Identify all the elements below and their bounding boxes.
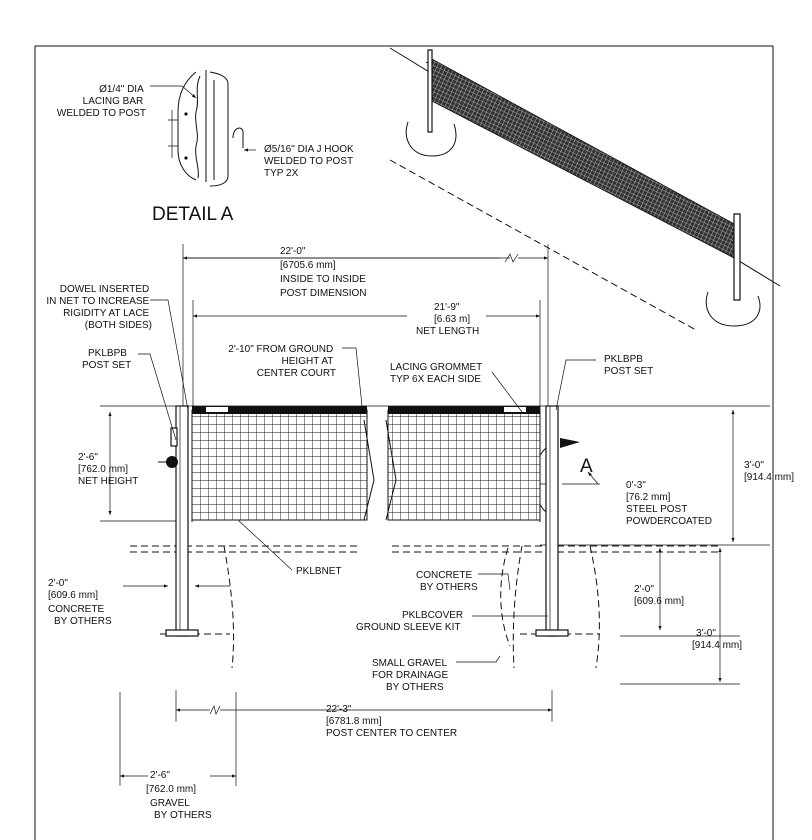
net-label: PKLBNET [296, 566, 342, 577]
isometric-view [389, 47, 781, 331]
net-elevation [191, 406, 580, 522]
post-height-dimension: 3'-0" [914.4 mm] [744, 460, 794, 483]
detail-a-drawing [150, 70, 256, 187]
detail-a-title: DETAIL A [152, 204, 234, 225]
concrete-depth-right-dimension: 2'-0" [609.6 mm] [634, 584, 684, 607]
net-height-dimension: 2'-6" [762.0 mm] NET HEIGHT [78, 452, 138, 487]
lacing-bar-note: Ø1/4" DIA LACING BAR WELDED TO POST [57, 84, 146, 119]
j-hook-note: Ø5/16" DIA J HOOK WELDED TO POST TYP 2X [264, 144, 356, 179]
ground-and-footings [130, 545, 720, 669]
right-post [533, 405, 569, 637]
gravel-right-label: SMALL GRAVEL FOR DRAINAGE BY OTHERS [372, 658, 451, 693]
cover-label: PKLBCOVER GROUND SLEEVE KIT [356, 610, 466, 633]
net-length-dimension: 21'-9" [6.63 m] NET LENGTH [416, 302, 479, 337]
post-set-left-label: PKLBPB POST SET [82, 348, 131, 371]
inside-post-dimension: 22'-0" [6705.6 mm] INSIDE TO INSIDE POST… [280, 246, 369, 299]
post-width-dimension: 0'-3" [76.2 mm] STEEL POST POWDERCOATED [626, 480, 712, 527]
grommet-note: LACING GROMMET TYP 6X EACH SIDE [390, 362, 485, 385]
total-depth-dimension: 3'-0" [914.4 mm] [692, 628, 742, 651]
dowel-note: DOWEL INSERTED IN NET TO INCREASE RIGIDI… [46, 284, 152, 331]
post-center-dimension: 22'-3" [6781.8 mm] POST CENTER TO CENTER [326, 704, 457, 739]
concrete-depth-left-dimension: 2'-0" [609.6 mm] CONCRETE BY OTHERS [48, 578, 112, 627]
sheet-border [34, 45, 774, 840]
detail-a-marker: A [580, 456, 593, 477]
concrete-right-label: CONCRETE BY OTHERS [416, 570, 478, 593]
left-post [158, 405, 199, 637]
center-height-note: 2'-10" FROM GROUND HEIGHT AT CENTER COUR… [228, 344, 336, 379]
leader-lines [138, 299, 596, 663]
gravel-width-dimension: 2'-6" [762.0 mm] GRAVEL BY OTHERS [146, 770, 212, 821]
post-set-right-label: PKLBPB POST SET [604, 354, 653, 377]
